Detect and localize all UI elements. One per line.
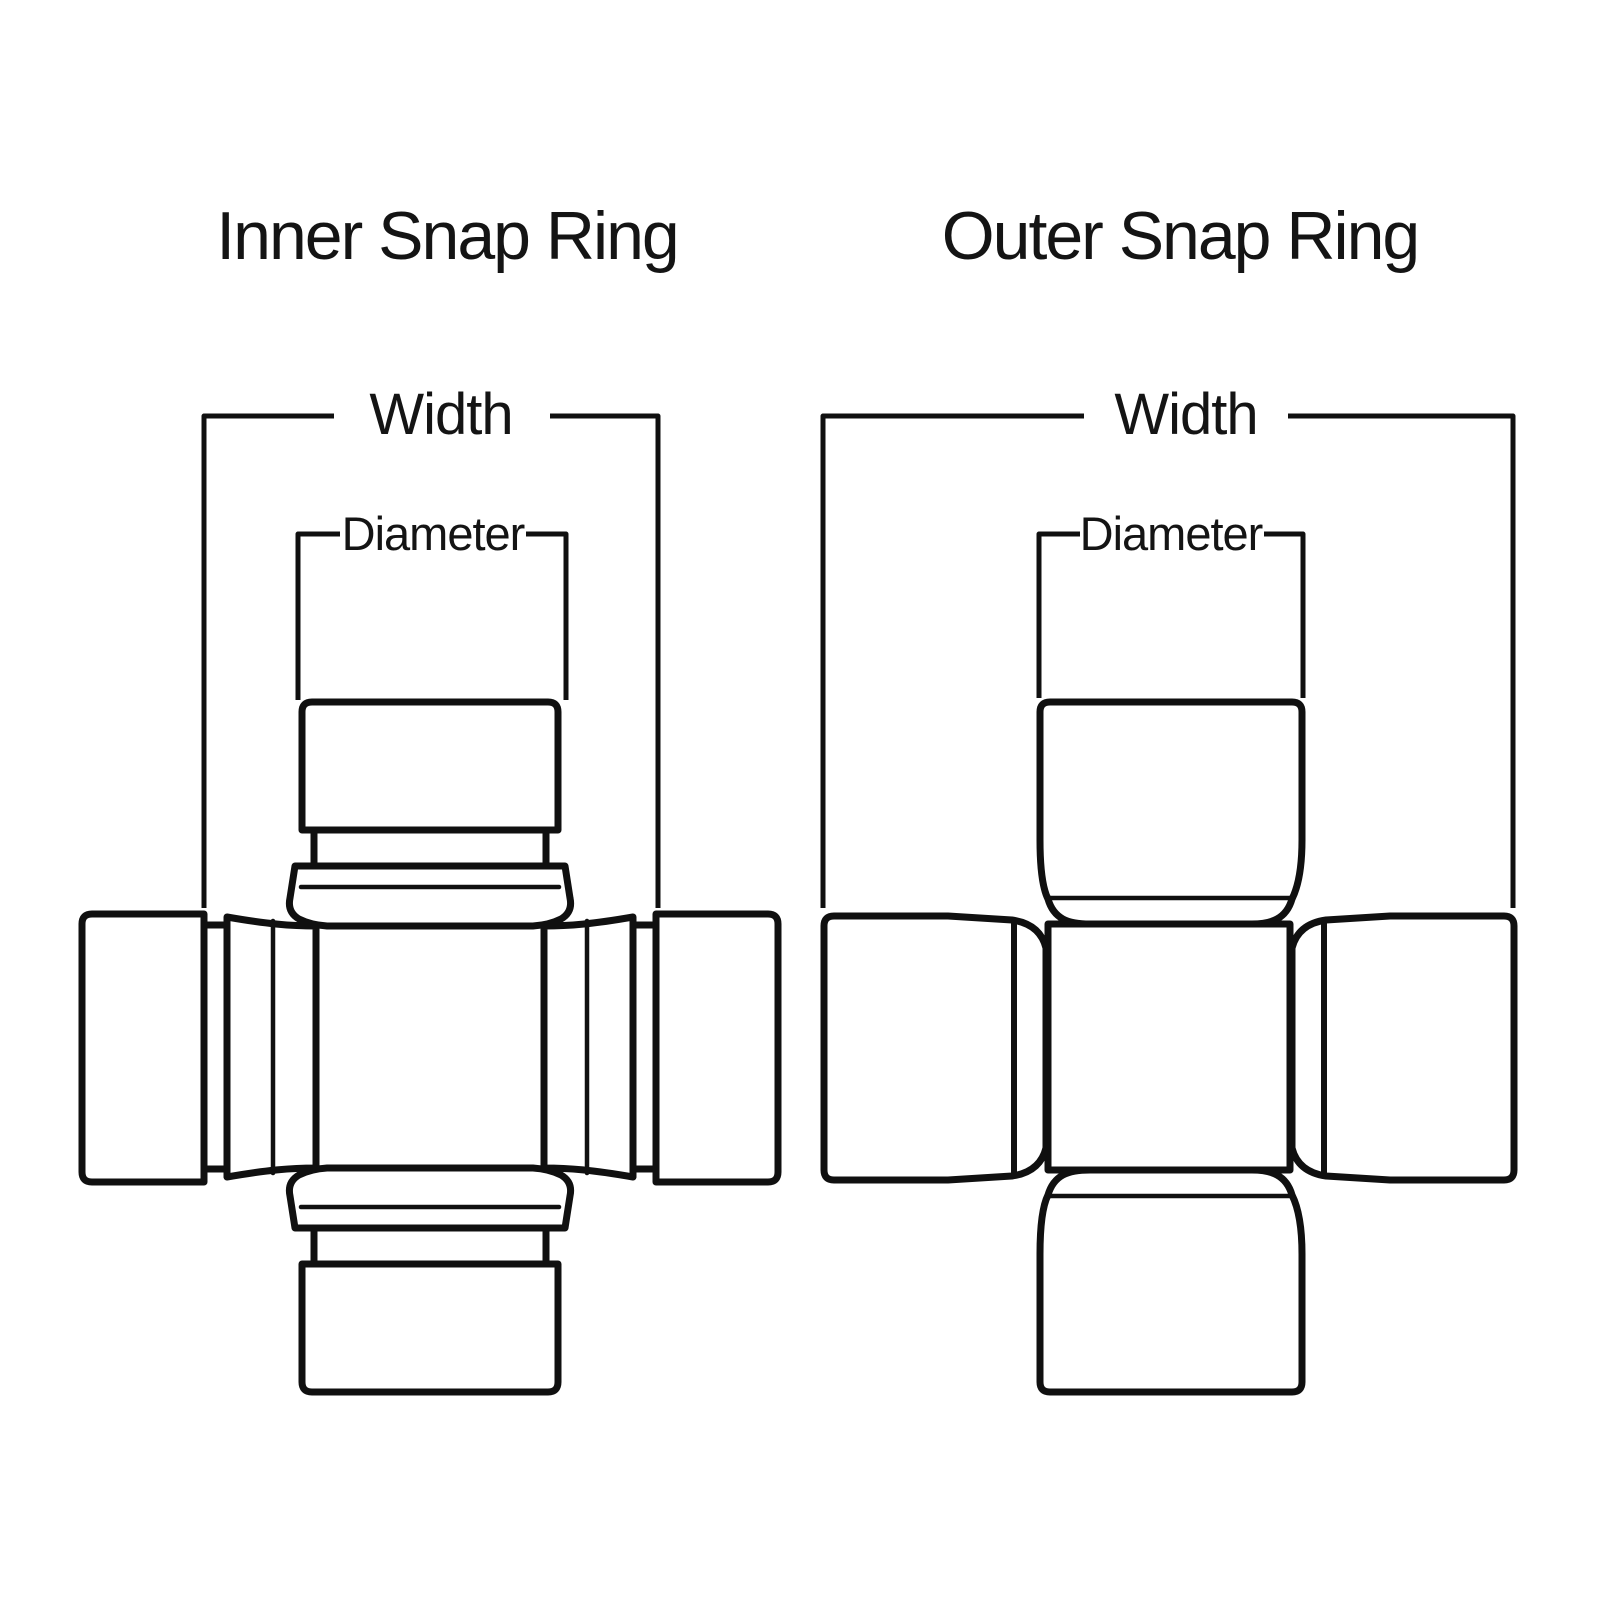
outer-diameter-label: Diameter <box>1080 507 1263 560</box>
inner-top-snap-ring-band <box>310 826 550 870</box>
inner-width-bracket-right <box>550 413 661 908</box>
outer-width-bracket-right <box>1288 413 1516 908</box>
outer-left-bearing-cap <box>820 912 1050 1184</box>
inner-right-bearing-cap <box>652 910 782 1186</box>
outer-diameter-dimension: Diameter <box>1036 507 1306 698</box>
outer-diameter-bracket-left <box>1036 531 1080 698</box>
outer-top-bearing-cap <box>1036 698 1306 928</box>
outer-width-dimension: Width <box>820 382 1516 908</box>
inner-bottom-snap-ring-band <box>310 1224 550 1268</box>
outer-snap-ring-diagram: Outer Snap Ring Width <box>820 198 1518 1396</box>
outer-joint-drawing <box>820 698 1518 1396</box>
inner-diameter-dimension: Diameter <box>295 507 569 700</box>
inner-bottom-bell-flange <box>285 1164 575 1232</box>
inner-bottom-bearing-cap <box>298 1260 562 1396</box>
inner-diameter-bracket-right <box>526 531 569 700</box>
outer-width-label: Width <box>1114 382 1257 447</box>
outer-center-body <box>1044 920 1294 1174</box>
inner-joint-drawing <box>78 698 782 1396</box>
inner-diameter-bracket-left <box>295 531 340 700</box>
inner-diameter-label: Diameter <box>342 507 525 560</box>
inner-diagram-title: Inner Snap Ring <box>216 198 677 274</box>
inner-left-bearing-cap <box>78 910 208 1186</box>
outer-diameter-bracket-right <box>1264 531 1306 698</box>
inner-width-bracket-left <box>201 413 334 908</box>
inner-snap-ring-diagram: Inner Snap Ring <box>78 198 782 1396</box>
inner-top-bearing-cap <box>298 698 562 834</box>
outer-bottom-bearing-cap <box>1036 1166 1306 1396</box>
outer-width-bracket-left <box>820 413 1084 908</box>
inner-center-body <box>312 920 548 1174</box>
inner-top-bell-flange <box>285 862 575 930</box>
outer-right-bearing-cap <box>1288 912 1518 1184</box>
outer-diagram-title: Outer Snap Ring <box>942 198 1419 274</box>
inner-width-label: Width <box>369 382 512 447</box>
inner-width-dimension: Width <box>201 382 661 908</box>
